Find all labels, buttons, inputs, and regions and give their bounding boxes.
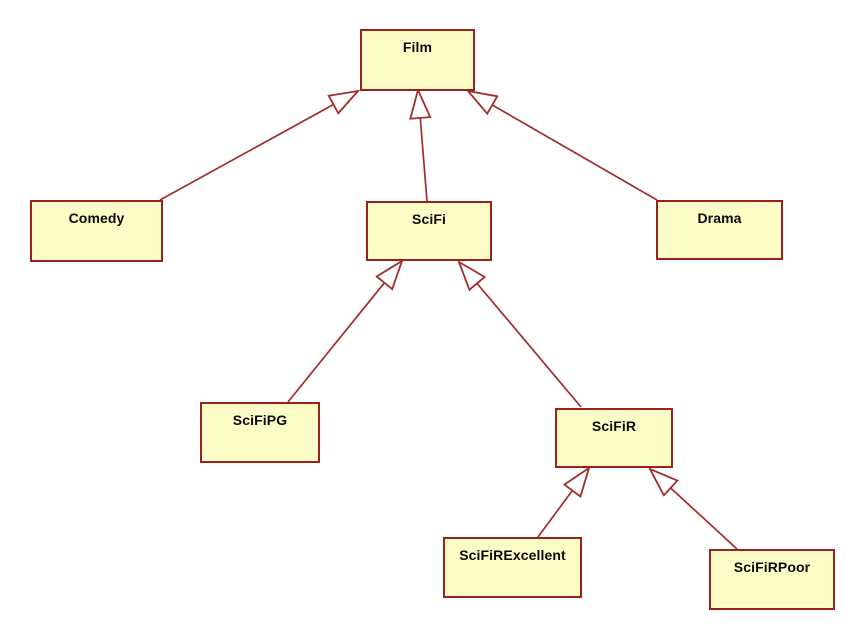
edge-scifi-to-film: [418, 90, 427, 202]
edge-scifirpoor-to-scifir: [650, 469, 738, 550]
class-box-scifi: SciFi: [366, 201, 492, 261]
class-name-film: Film: [402, 39, 433, 55]
class-name-scifir: SciFiR: [591, 418, 637, 434]
class-name-comedy: Comedy: [68, 210, 125, 226]
class-name-scifirexcellent: SciFiRExcellent: [459, 547, 566, 563]
edge-drama-to-film: [468, 91, 658, 201]
class-box-comedy: Comedy: [30, 200, 163, 262]
class-name-scifi: SciFi: [412, 211, 446, 227]
edge-comedy-to-film: [159, 91, 358, 201]
class-box-scifirexcellent: SciFiRExcellent: [443, 537, 582, 598]
class-box-scifirpoor: SciFiRPoor: [709, 549, 835, 610]
edge-scifirexcellent-to-scifir: [537, 468, 589, 538]
class-box-scifir: SciFiR: [555, 408, 673, 468]
edge-scifir-to-scifi: [459, 262, 582, 408]
edge-scifipg-to-scifi: [287, 261, 402, 403]
class-name-scifipg: SciFiPG: [232, 412, 288, 428]
class-box-scifipg: SciFiPG: [200, 402, 320, 463]
class-name-drama: Drama: [697, 210, 742, 226]
class-box-drama: Drama: [656, 200, 783, 260]
class-name-scifirpoor: SciFiRPoor: [733, 559, 811, 575]
class-box-film: Film: [360, 29, 475, 91]
